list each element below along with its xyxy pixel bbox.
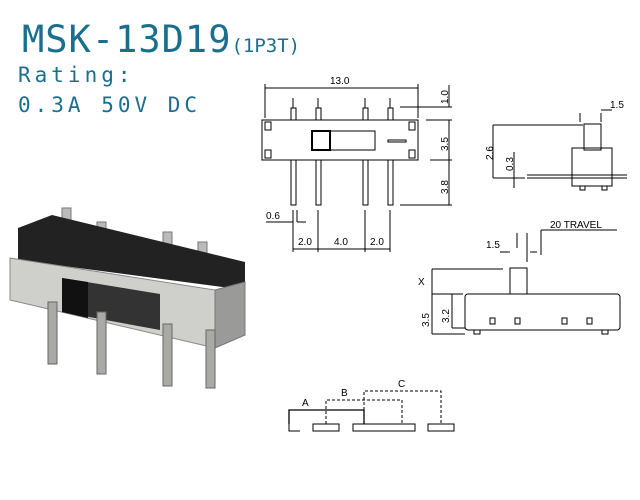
- dim-travel: 20 TRAVEL: [550, 220, 602, 231]
- product-photo: [9, 207, 246, 389]
- position-c-label: C: [398, 379, 405, 390]
- position-a-label: A: [302, 398, 309, 409]
- dim-pin-length: 3.8: [440, 180, 451, 194]
- rating-value: 0.3A 50V DC: [18, 93, 202, 117]
- dim-side-body-height: 3.2: [441, 309, 452, 323]
- dim-side-actuator-width: 1.5: [486, 240, 500, 251]
- dim-pin-width: 0.6: [266, 211, 280, 222]
- dim-pitch-left: 2.0: [298, 237, 312, 248]
- switch-schematic: A B C: [288, 379, 455, 432]
- dim-actuator-height: X: [418, 277, 425, 288]
- dim-side-height: 3.5: [421, 313, 432, 327]
- pole-config: (1P3T): [231, 35, 301, 57]
- pins: [290, 98, 394, 206]
- dim-pitch-mid: 4.0: [334, 237, 348, 248]
- product-title: MSK-13D19(1P3T): [22, 18, 300, 61]
- dim-pin-top: 1.0: [440, 90, 451, 104]
- dim-end-total-height: 2.6: [485, 146, 496, 160]
- rating-label: Rating:: [18, 63, 135, 87]
- end-view-drawing: 1.5 2.6 0.3: [485, 100, 627, 191]
- dim-pitch-right: 2.0: [370, 237, 384, 248]
- dim-end-offset: 0.3: [505, 157, 516, 171]
- dim-end-actuator-width: 1.5: [610, 100, 624, 111]
- front-view-drawing: 13.0 1.0 3.5 3.8 0.6 2.0 4.0 2.0: [261, 76, 452, 252]
- dim-length: 13.0: [330, 76, 350, 87]
- side-view-drawing: 1.5 20 TRAVEL X 3.5 3.2: [418, 220, 621, 335]
- model-number: MSK-13D19: [22, 18, 232, 61]
- rating-block: Rating: 0.3A 50V DC: [18, 60, 201, 120]
- position-b-label: B: [341, 388, 348, 399]
- dim-body-height: 3.5: [440, 137, 451, 151]
